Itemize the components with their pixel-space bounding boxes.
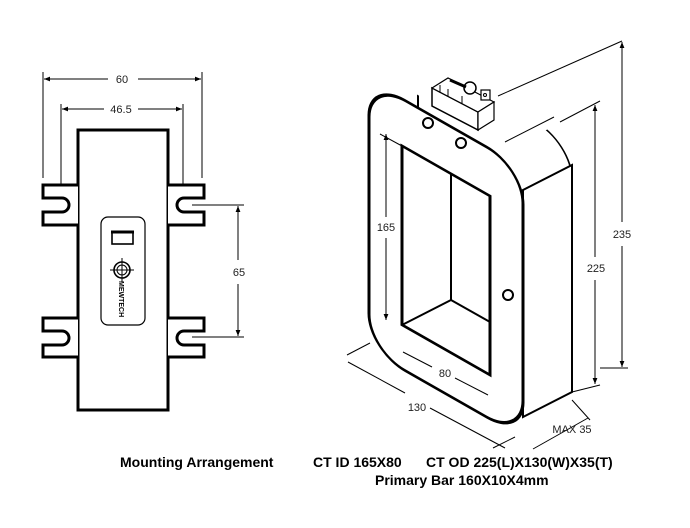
- dim-225-label: 225: [587, 263, 605, 275]
- terminal-plate: [100, 216, 146, 326]
- dim-130-label: 130: [408, 402, 426, 414]
- screw-icon: [502, 289, 514, 301]
- screw-icon: [455, 137, 467, 149]
- mount-ear: [41, 183, 78, 227]
- mounting-caption: Mounting Arrangement: [120, 454, 274, 470]
- dim-max35-label: MAX 35: [552, 424, 591, 436]
- dim-80-label: 80: [439, 368, 451, 380]
- dim-46-5-label: 46.5: [110, 104, 131, 116]
- terminal-block: [430, 77, 496, 132]
- terminal-knob-icon: [463, 81, 477, 95]
- ct-window: [400, 143, 492, 378]
- dim-line-130: [347, 361, 406, 394]
- brand-logo: MEWTECH: [117, 281, 124, 317]
- mount-ear: [168, 183, 206, 227]
- dim-165-label: 165: [377, 222, 395, 234]
- dim-65-label: 65: [233, 267, 245, 279]
- dim-60-label: 60: [116, 74, 128, 86]
- screw-icon: [422, 117, 434, 129]
- terminal-screw-icon: [110, 258, 134, 282]
- ct-isometric-view: [346, 40, 628, 450]
- mount-ear: [168, 316, 206, 359]
- ct-side-face: [522, 163, 573, 419]
- ct-id-caption: CT ID 165X80: [313, 454, 402, 470]
- primary-bar-caption: Primary Bar 160X10X4mm: [375, 472, 549, 488]
- ct-od-caption: CT OD 225(L)X130(W)X35(T): [426, 454, 613, 470]
- dim-line-80: [402, 351, 433, 368]
- mounting-view: [41, 72, 244, 412]
- dim-line-max35: [532, 417, 589, 450]
- mount-ear: [41, 316, 78, 359]
- dim-235-label: 235: [613, 229, 631, 241]
